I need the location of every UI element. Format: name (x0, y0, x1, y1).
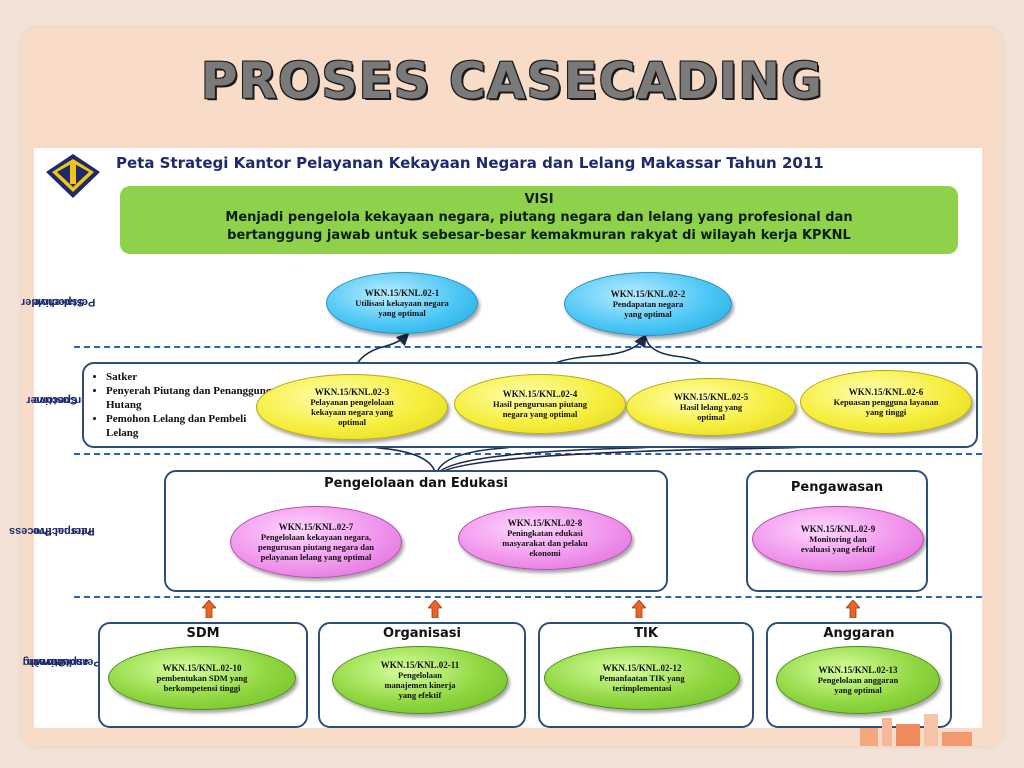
group-label-pengelolaan: Pengelolaan dan Edukasi (324, 476, 508, 491)
list-item: Penyerah Piutang dan Penanggung Hutang (106, 384, 276, 412)
perspective-divider (74, 453, 982, 455)
up-arrow-icon (202, 600, 216, 618)
decorative-corner-bars (860, 706, 980, 746)
objective-oval-8: WKN.15/KNL.02-8 Peningkatan edukasi masy… (458, 506, 632, 570)
group-label-pengawasan: Pengawasan (790, 480, 884, 495)
list-item: Pemohon Lelang dan Pembeli Lelang (106, 412, 276, 440)
objective-oval-5: WKN.15/KNL.02-5 Hasil lelang yang optima… (626, 378, 796, 436)
list-item: Satker (106, 370, 276, 384)
up-arrow-icon (846, 600, 860, 618)
up-arrow-icon (428, 600, 442, 618)
visi-text-line2: bertanggung jawab untuk sebesar-besar ke… (227, 228, 851, 243)
visi-box: VISI Menjadi pengelola kekayaan negara, … (120, 186, 958, 254)
up-arrow-icon (632, 600, 646, 618)
slide-title: PROSES CASECADING (200, 52, 824, 110)
ministry-logo-icon (46, 154, 100, 198)
objective-oval-4: WKN.15/KNL.02-4 Hasil pengurusan piutang… (454, 374, 626, 434)
objective-oval-11: WKN.15/KNL.02-11 Pengelolaan manajemen k… (332, 646, 508, 714)
objective-oval-2: WKN.15/KNL.02-2 Pendapatan negara yang o… (564, 272, 732, 336)
visi-text-line1: Menjadi pengelola kekayaan negara, piuta… (225, 210, 853, 225)
diagram-title: Peta Strategi Kantor Pelayanan Kekayaan … (116, 154, 824, 172)
group-label-tik: TIK (634, 626, 658, 641)
objective-oval-1: WKN.15/KNL.02-1 Utilisasi kekayaan negar… (326, 272, 478, 334)
stakeholder-list: Satker Penyerah Piutang dan Penanggung H… (92, 370, 276, 440)
objective-oval-6: WKN.15/KNL.02-6 Kepuasan pengguna layana… (800, 370, 972, 434)
group-label-sdm: SDM (186, 626, 220, 641)
visi-heading: VISI (524, 192, 554, 207)
strategy-map: Peta Strategi Kantor Pelayanan Kekayaan … (9, 148, 982, 728)
objective-oval-9: WKN.15/KNL.02-9 Monitoring dan evaluasi … (752, 506, 924, 572)
objective-oval-7: WKN.15/KNL.02-7 Pengelolaan kekayaan neg… (230, 506, 402, 578)
perspective-divider (74, 596, 982, 598)
objective-oval-13: WKN.15/KNL.02-13 Pengelolaan anggaran ya… (776, 646, 940, 714)
objective-oval-12: WKN.15/KNL.02-12 Pemanfaatan TIK yang te… (544, 646, 740, 710)
group-label-anggaran: Anggaran (823, 626, 895, 641)
perspective-divider (74, 346, 982, 348)
objective-oval-3: WKN.15/KNL.02-3 Pelayanan pengelolaan ke… (256, 374, 448, 440)
group-label-organisasi: Organisasi (383, 626, 461, 641)
objective-oval-10: WKN.15/KNL.02-10 pembentukan SDM yang be… (108, 646, 296, 710)
